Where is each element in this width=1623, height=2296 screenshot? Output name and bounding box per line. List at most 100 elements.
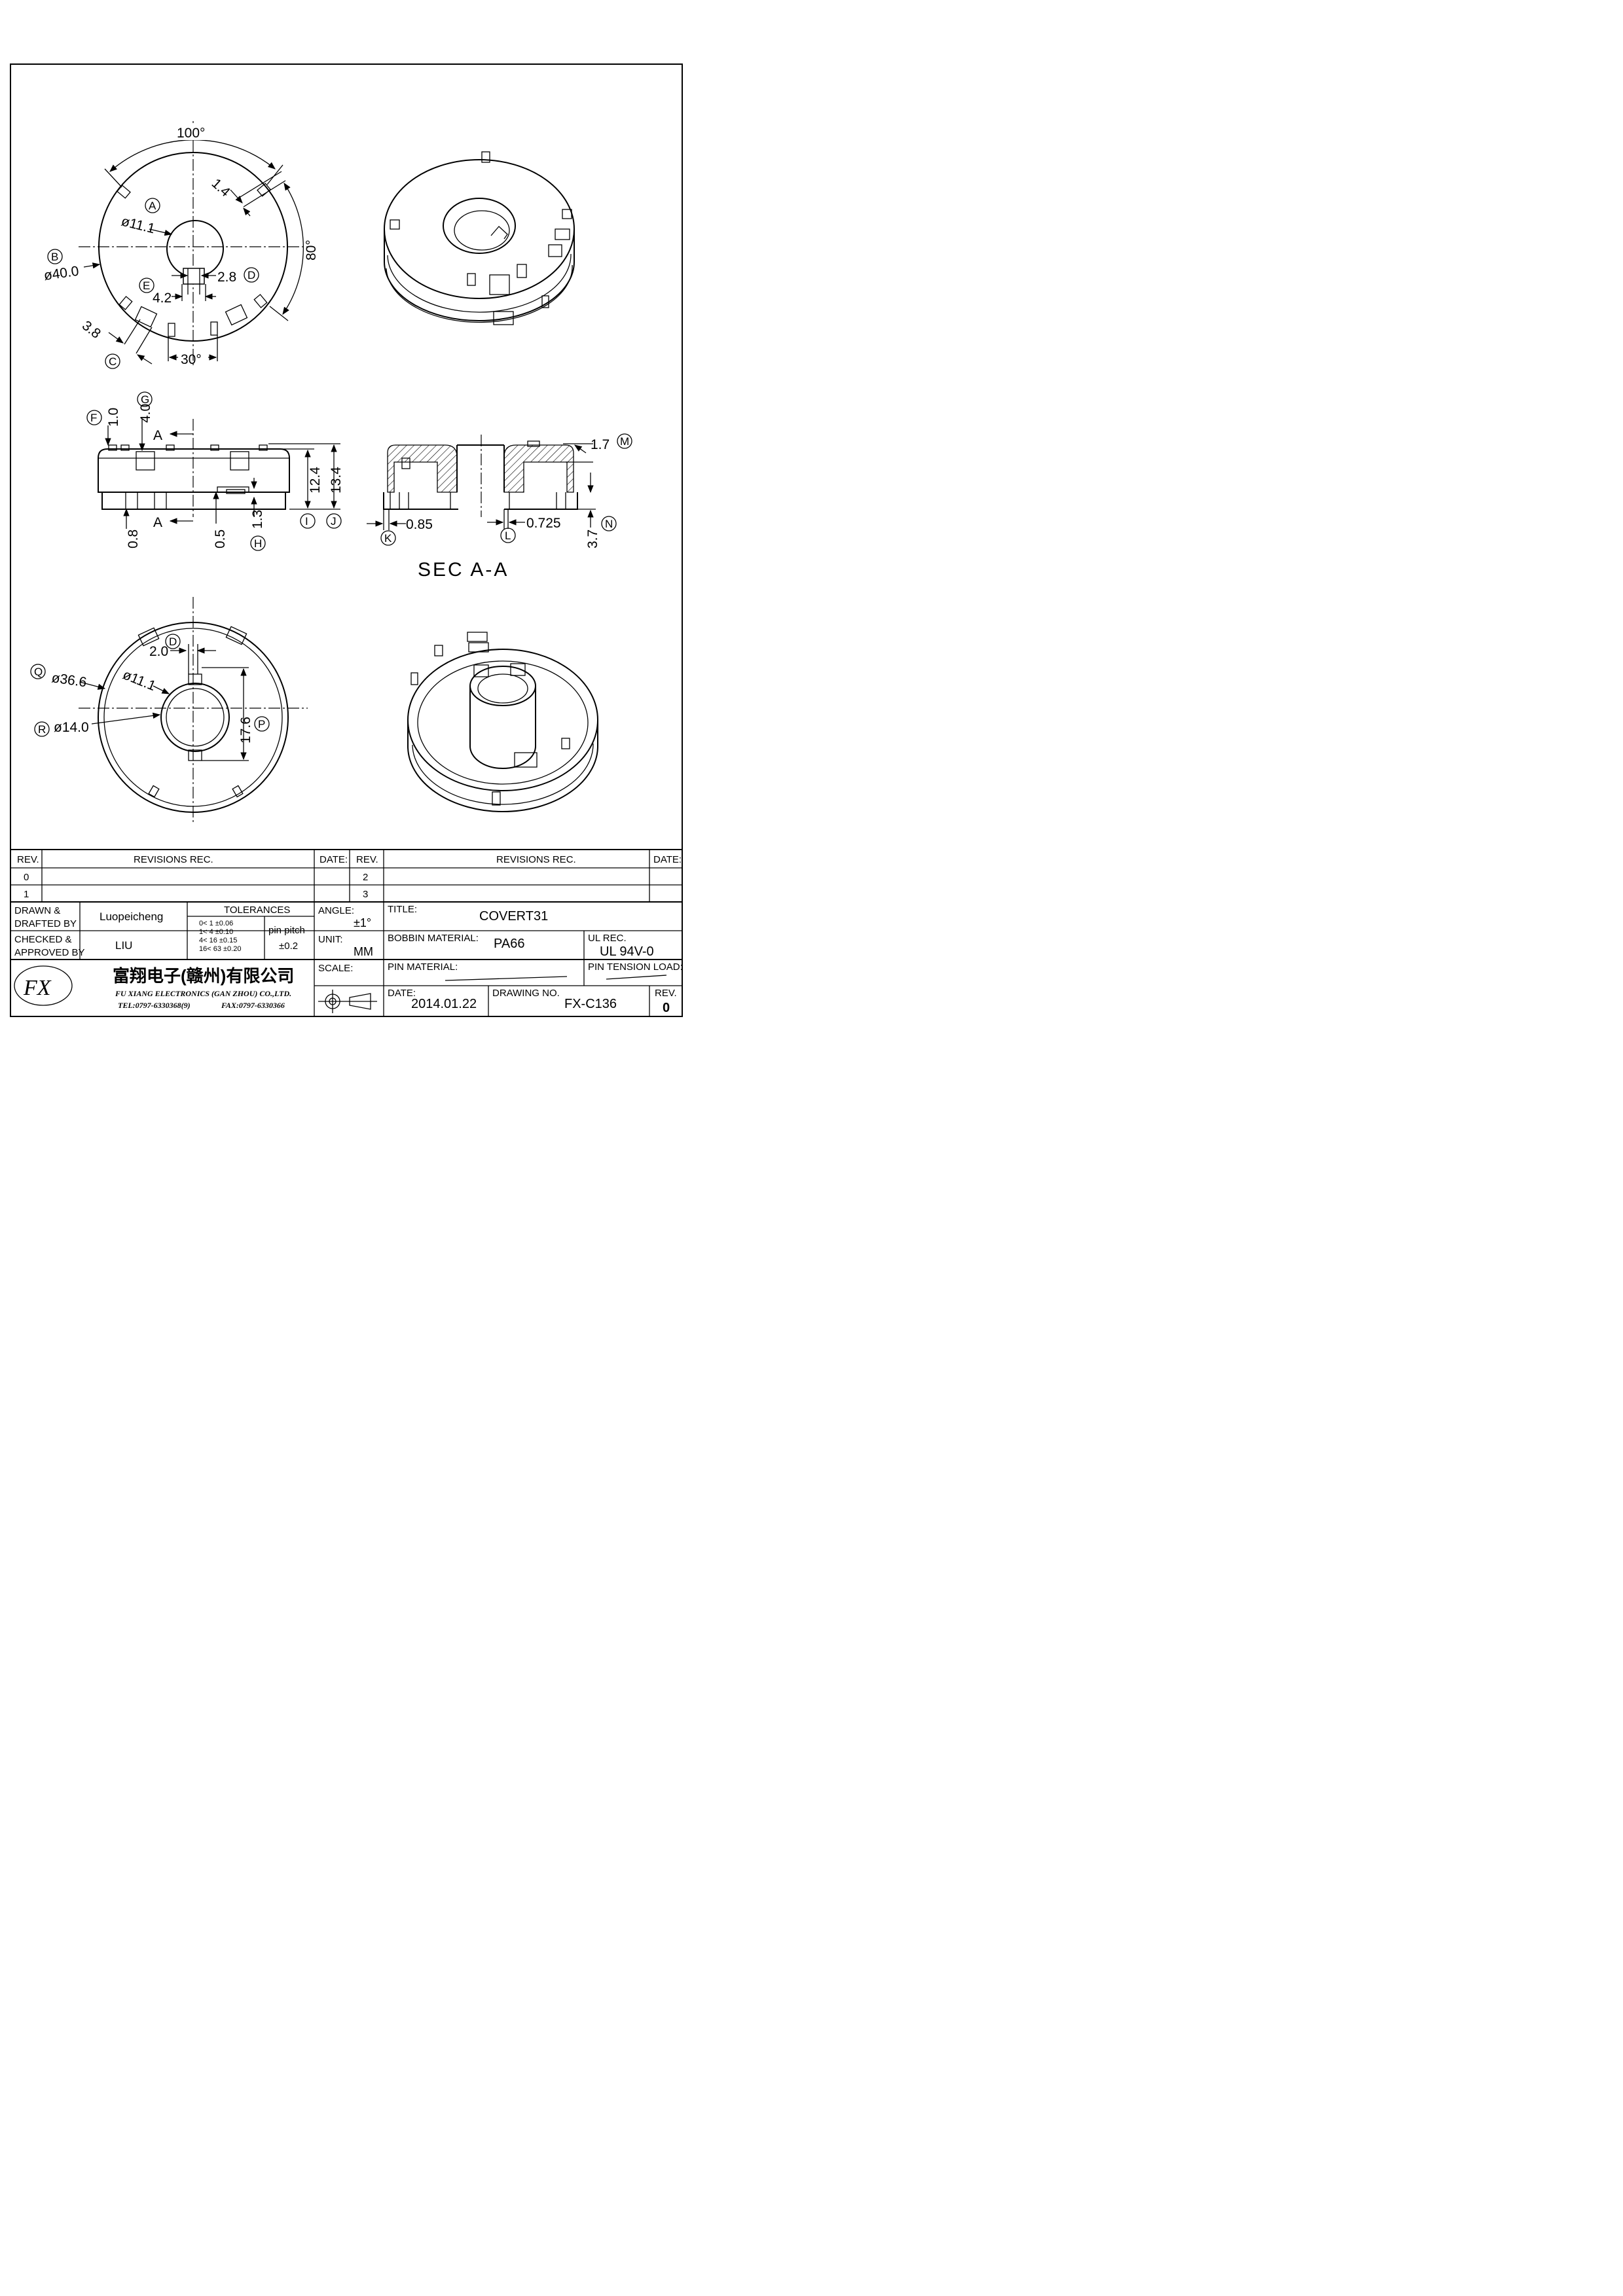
date-header-left: DATE: bbox=[319, 854, 348, 865]
svg-text:B: B bbox=[51, 251, 58, 263]
pin-pitch-value: ±0.2 bbox=[279, 941, 298, 952]
dim-0-8: 0.8 bbox=[126, 529, 141, 548]
dim-0-725: 0.725 bbox=[526, 516, 561, 531]
rev-1: 1 bbox=[24, 889, 29, 900]
scale-label: SCALE: bbox=[318, 963, 353, 974]
dim-4-0: 4.0 bbox=[138, 404, 153, 423]
bobbin-material-label: BOBBIN MATERIAL: bbox=[388, 933, 479, 944]
iso-view-top bbox=[384, 151, 575, 325]
svg-text:N: N bbox=[605, 518, 613, 530]
checked-label-2: APPROVED BY bbox=[14, 947, 85, 958]
dim-dia-11-1-bottom: ø11.1 bbox=[120, 667, 158, 694]
svg-text:D: D bbox=[247, 269, 255, 281]
section-title: SEC A-A bbox=[418, 559, 509, 581]
callout-K: K bbox=[380, 530, 396, 546]
callout-J: J bbox=[326, 513, 342, 529]
dim-17-6: 17.6 bbox=[238, 717, 253, 744]
projection-symbol-icon bbox=[318, 990, 377, 1013]
company-name-en: FU XIANG ELECTRONICS (GAN ZHOU) CO.,LTD. bbox=[115, 989, 291, 998]
callout-G: G bbox=[137, 391, 153, 407]
dim-80deg: 80° bbox=[304, 240, 319, 260]
tol-row-4: 16< 63 ±0.20 bbox=[199, 945, 241, 953]
section-mark-A-top: A bbox=[153, 428, 162, 443]
dim-1-0: 1.0 bbox=[106, 408, 121, 427]
date-value: 2014.01.22 bbox=[411, 997, 477, 1011]
svg-text:E: E bbox=[143, 279, 150, 292]
pin-tension-label: PIN TENSION LOAD: bbox=[588, 961, 683, 973]
svg-text:F: F bbox=[90, 412, 97, 424]
dim-dia-14: ø14.0 bbox=[54, 720, 89, 735]
dim-30deg: 30° bbox=[181, 352, 202, 367]
drawn-by: Luopeicheng bbox=[100, 910, 163, 923]
title-label: TITLE: bbox=[388, 904, 417, 915]
callout-C: C bbox=[105, 353, 120, 369]
dim-1-7: 1.7 bbox=[591, 437, 610, 452]
company-logo: FX bbox=[14, 965, 73, 1006]
svg-text:P: P bbox=[258, 718, 265, 730]
dim-0-5: 0.5 bbox=[213, 529, 228, 548]
front-view: A A 1.0 4.0 12.4 13.4 0.8 0.5 1.3 F G H … bbox=[86, 391, 344, 551]
bobbin-material-value: PA66 bbox=[494, 937, 524, 951]
company-tel: TEL:0797-6330368(9) bbox=[118, 1001, 191, 1010]
pin-material-label: PIN MATERIAL: bbox=[388, 961, 458, 973]
bottom-view: 2.0 ø36.6 ø11.1 ø14.0 17.6 D Q R P bbox=[30, 597, 308, 825]
angle-label: ANGLE: bbox=[318, 905, 354, 916]
dim-2-8: 2.8 bbox=[217, 270, 236, 285]
svg-text:G: G bbox=[141, 393, 149, 406]
drawing-no-value: FX-C136 bbox=[564, 997, 617, 1011]
callout-L: L bbox=[500, 528, 516, 543]
dim-3-7: 3.7 bbox=[585, 529, 600, 548]
dim-0-85: 0.85 bbox=[406, 517, 433, 532]
dim-100deg: 100° bbox=[177, 126, 205, 141]
rev-3: 3 bbox=[363, 889, 368, 900]
section-view: 1.7 3.7 0.85 0.725 M N K L SEC A-A bbox=[367, 433, 632, 581]
dim-12-4: 12.4 bbox=[308, 467, 323, 493]
date-label: DATE: bbox=[388, 988, 416, 999]
callout-M: M bbox=[617, 433, 632, 449]
dim-2-0: 2.0 bbox=[149, 644, 168, 659]
svg-text:FX: FX bbox=[23, 976, 52, 1000]
dim-13-4: 13.4 bbox=[329, 467, 344, 493]
ul-rec-label: UL REC. bbox=[588, 933, 627, 944]
rev-header-right: REV. bbox=[356, 854, 378, 865]
tol-row-1: 0< 1 ±0.06 bbox=[199, 920, 233, 927]
dim-dia-11-1-top: ø11.1 bbox=[120, 214, 156, 237]
callout-H: H bbox=[250, 535, 266, 551]
svg-text:H: H bbox=[254, 537, 262, 550]
dim-3-8: 3.8 bbox=[79, 318, 103, 342]
callout-Q: Q bbox=[30, 664, 46, 679]
tol-row-2: 1< 4 ±0.10 bbox=[199, 928, 233, 936]
dim-1-4: 1.4 bbox=[209, 176, 233, 200]
svg-text:Q: Q bbox=[34, 666, 43, 678]
rev-2: 2 bbox=[363, 872, 368, 883]
svg-text:C: C bbox=[109, 355, 117, 368]
callout-E: E bbox=[139, 278, 155, 293]
svg-text:A: A bbox=[149, 200, 156, 212]
dim-dia-36-6: ø36.6 bbox=[50, 670, 87, 690]
dim-4-2: 4.2 bbox=[153, 291, 172, 306]
svg-text:L: L bbox=[505, 529, 511, 542]
unit-label: UNIT: bbox=[318, 934, 343, 945]
rev-label: REV. bbox=[655, 988, 677, 999]
svg-text:R: R bbox=[38, 723, 46, 736]
callout-N: N bbox=[601, 516, 617, 531]
drawn-label-2: DRAFTED BY bbox=[14, 918, 77, 929]
callout-A: A bbox=[145, 198, 160, 213]
callout-P: P bbox=[254, 716, 270, 732]
drawing-border bbox=[10, 63, 683, 1017]
checked-label-1: CHECKED & bbox=[14, 934, 72, 945]
title-block: REV. REVISIONS REC. DATE: REV. REVISIONS… bbox=[10, 849, 683, 1017]
svg-text:M: M bbox=[620, 435, 629, 448]
revisions-header-left: REVISIONS REC. bbox=[134, 854, 213, 865]
callout-R: R bbox=[34, 721, 50, 737]
section-mark-A-bottom: A bbox=[153, 515, 162, 530]
unit-value: MM bbox=[354, 945, 373, 958]
svg-text:D: D bbox=[169, 636, 177, 648]
callout-F: F bbox=[86, 410, 102, 425]
top-view: 100° 80° 1.4 ø11.1 ø40.0 2.8 4.2 3.8 bbox=[43, 121, 319, 369]
angle-value: ±1° bbox=[354, 916, 371, 929]
rev-0: 0 bbox=[24, 872, 29, 883]
rev-value: 0 bbox=[663, 1001, 670, 1015]
svg-text:I: I bbox=[305, 515, 308, 528]
svg-text:J: J bbox=[331, 515, 337, 528]
